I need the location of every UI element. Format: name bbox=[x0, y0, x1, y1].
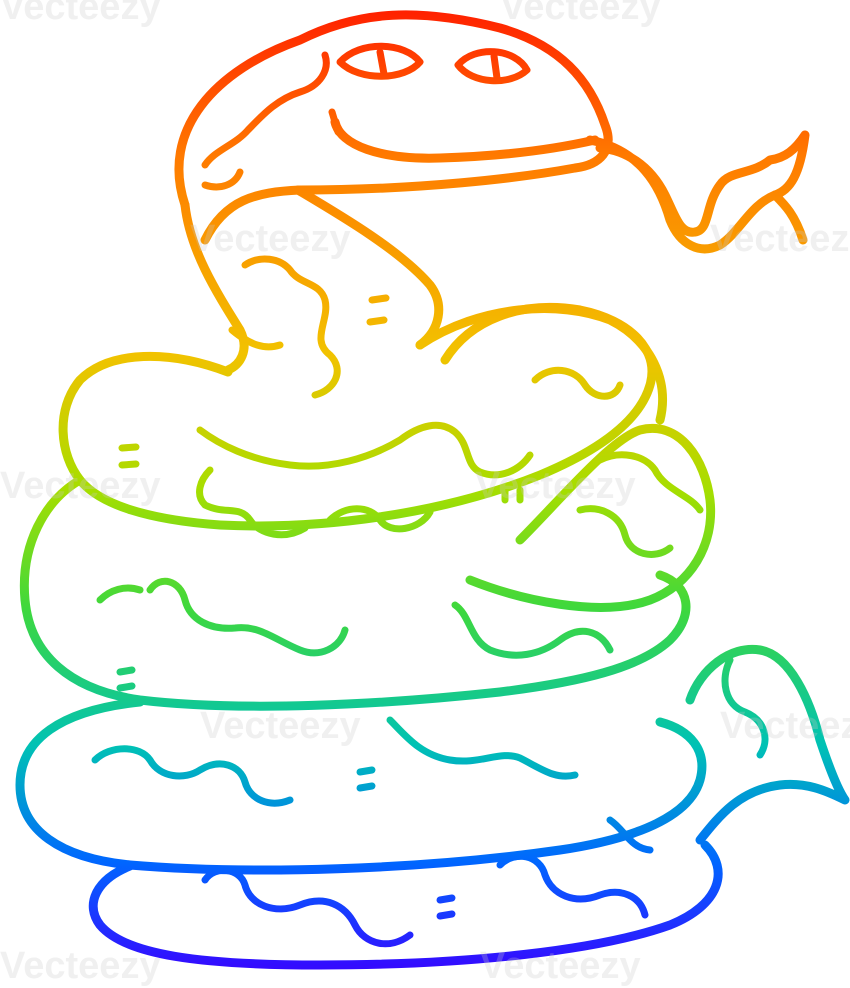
right-eye bbox=[454, 48, 531, 85]
snake-neck bbox=[180, 200, 249, 375]
middle-coil-dash bbox=[116, 682, 136, 692]
lower-coil-dash bbox=[356, 766, 376, 776]
middle-coil-spot bbox=[96, 584, 144, 604]
lower-coil-spot bbox=[91, 745, 294, 807]
crossing-spot bbox=[596, 451, 704, 514]
coil-spot bbox=[196, 421, 534, 479]
neck-dash bbox=[368, 294, 390, 304]
bottom-coil-spot bbox=[606, 816, 654, 854]
middle-coil bbox=[19, 475, 691, 711]
neck-spot bbox=[228, 326, 284, 351]
bottom-coil-dash bbox=[436, 910, 456, 920]
middle-coil-spot bbox=[146, 577, 349, 657]
crossing-spot bbox=[576, 505, 674, 558]
coil-dash bbox=[118, 460, 140, 469]
snake-head bbox=[174, 10, 613, 245]
middle-coil-dash bbox=[116, 666, 136, 676]
middle-coil-spot bbox=[451, 601, 614, 659]
head-spot bbox=[201, 168, 244, 191]
left-pupil bbox=[376, 48, 388, 78]
coil-spot bbox=[531, 366, 624, 400]
lower-coil-spot bbox=[386, 716, 579, 780]
tail-spot bbox=[721, 656, 769, 759]
coil-dash bbox=[118, 443, 140, 452]
snake-mouth bbox=[330, 117, 600, 163]
lower-coil bbox=[15, 697, 707, 875]
tongue-fork bbox=[770, 190, 808, 245]
bottom-coil-spot bbox=[496, 852, 649, 919]
bottom-coil-spot bbox=[201, 867, 414, 948]
bottom-coil bbox=[88, 840, 723, 970]
snake-tail bbox=[685, 644, 850, 845]
upper-coil-top bbox=[415, 304, 668, 425]
mouth-corner bbox=[328, 108, 342, 136]
neck-dash bbox=[366, 316, 388, 326]
crossing-body bbox=[465, 424, 716, 612]
snake-neck-inner bbox=[293, 185, 444, 350]
head-spot bbox=[201, 51, 330, 169]
coil-spot bbox=[326, 505, 434, 533]
right-pupil bbox=[490, 52, 501, 82]
left-eye bbox=[336, 42, 424, 80]
snake-tongue bbox=[585, 130, 810, 254]
coil-spot bbox=[196, 466, 309, 539]
bottom-coil-dash bbox=[436, 894, 456, 904]
lower-coil-dash bbox=[356, 782, 376, 792]
neck-spot bbox=[241, 255, 341, 399]
